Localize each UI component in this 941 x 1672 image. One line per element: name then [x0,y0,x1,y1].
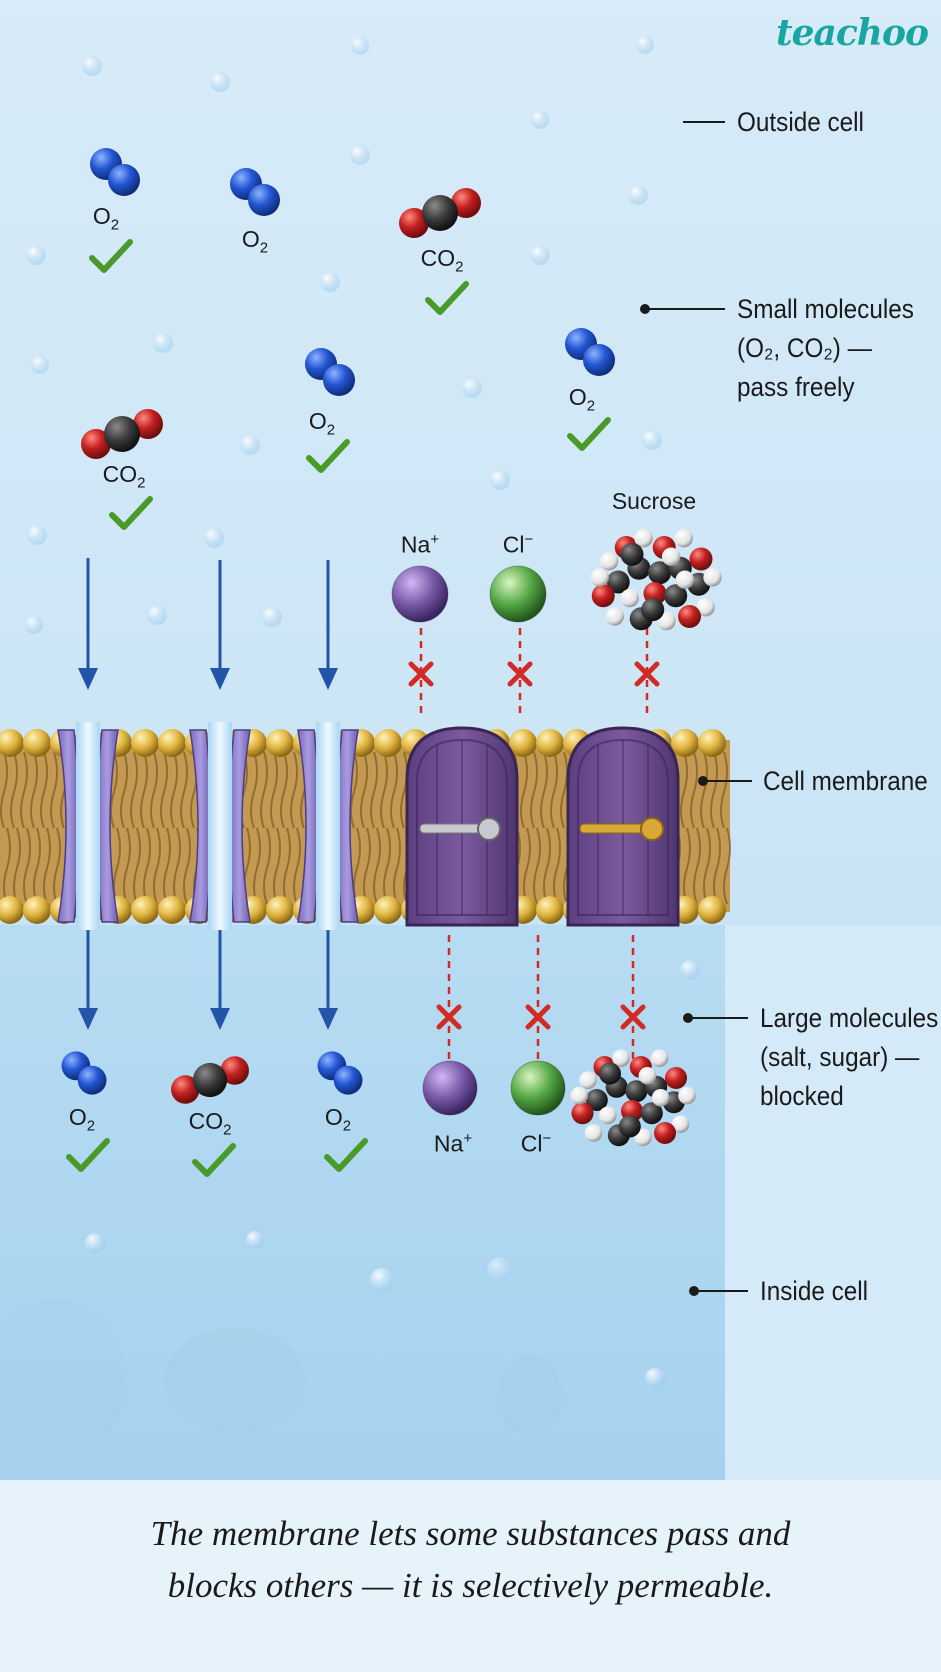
label-large-molecules-line2: (salt, sugar) — [760,1042,920,1072]
pass-check-icon [567,417,611,451]
pass-check-icon [192,1143,236,1177]
caption-line-2: blocks others — it is selectively permea… [167,1566,774,1605]
closed-channel-door-2 [566,726,680,927]
co2-label: CO2 [188,1108,232,1139]
cl-ion-label: Cl− [520,1130,552,1157]
caption-line-1: The membrane lets some substances pass a… [150,1514,791,1553]
label-small-molecules-line1: Small molecules [737,294,914,324]
o2-label: O2 [241,226,269,257]
co2-label: CO2 [420,245,464,276]
cl-ion [510,1060,566,1116]
na-ion-label: Na+ [400,531,440,558]
o2-molecule [90,148,140,196]
co2-molecule [171,1056,249,1104]
o2-label: O2 [68,1104,96,1135]
label-leaders [640,121,752,1296]
pass-check-icon [306,439,350,473]
pass-check-icon [66,1138,110,1172]
pass-check-icon [109,496,153,530]
label-outside-cell: Outside cell [737,107,864,137]
o2-molecule [305,348,355,396]
cl-ion-label: Cl− [502,531,534,558]
inside-region [0,925,725,1480]
o2-label: O2 [92,203,120,234]
label-large-molecules-line1: Large molecules [760,1003,939,1033]
closed-channel-door-1 [405,726,519,927]
pass-block-marks [66,239,660,1177]
o2-label: O2 [324,1104,352,1135]
o2-label: O2 [308,408,336,439]
blocked-cross-icon [408,661,434,687]
pass-check-icon [324,1138,368,1172]
brand-logo: teachoo [776,12,929,54]
organelle [165,1328,305,1432]
pass-check-icon [89,239,133,273]
label-inside-cell: Inside cell [760,1276,869,1306]
sucrose-molecule [590,529,722,631]
label-cell-membrane: Cell membrane [763,766,928,796]
molecules [61,148,722,1147]
o2-molecule [565,328,615,376]
cl-ion [489,565,547,623]
label-large-molecules-line3: blocked [760,1081,844,1111]
passage-arrows [78,558,338,1030]
o2-molecule [317,1051,363,1095]
sucrose-molecule [570,1049,696,1147]
blocked-cross-icon [525,1004,551,1030]
o2-molecule [61,1051,107,1095]
pass-check-icon [425,281,469,315]
co2-molecule [399,188,481,238]
blocked-cross-icon [634,661,660,687]
co2-label: CO2 [102,461,146,492]
blocked-cross-icon [507,661,533,687]
na-ion [391,565,449,623]
o2-molecule [230,168,280,216]
label-small-molecules-line3: pass freely [737,372,855,402]
o2-label: O2 [568,384,596,415]
blocked-cross-icon [436,1004,462,1030]
label-small-molecules-line2: (O₂, CO₂) — [737,333,872,363]
water-bubbles [25,36,700,1388]
blocked-cross-icon [620,1004,646,1030]
sucrose-label: Sucrose [611,488,697,514]
co2-molecule [81,409,163,459]
na-ion-label: Na+ [433,1130,473,1157]
na-ion [422,1060,478,1116]
caption: The membrane lets some substances pass a… [0,1508,941,1612]
